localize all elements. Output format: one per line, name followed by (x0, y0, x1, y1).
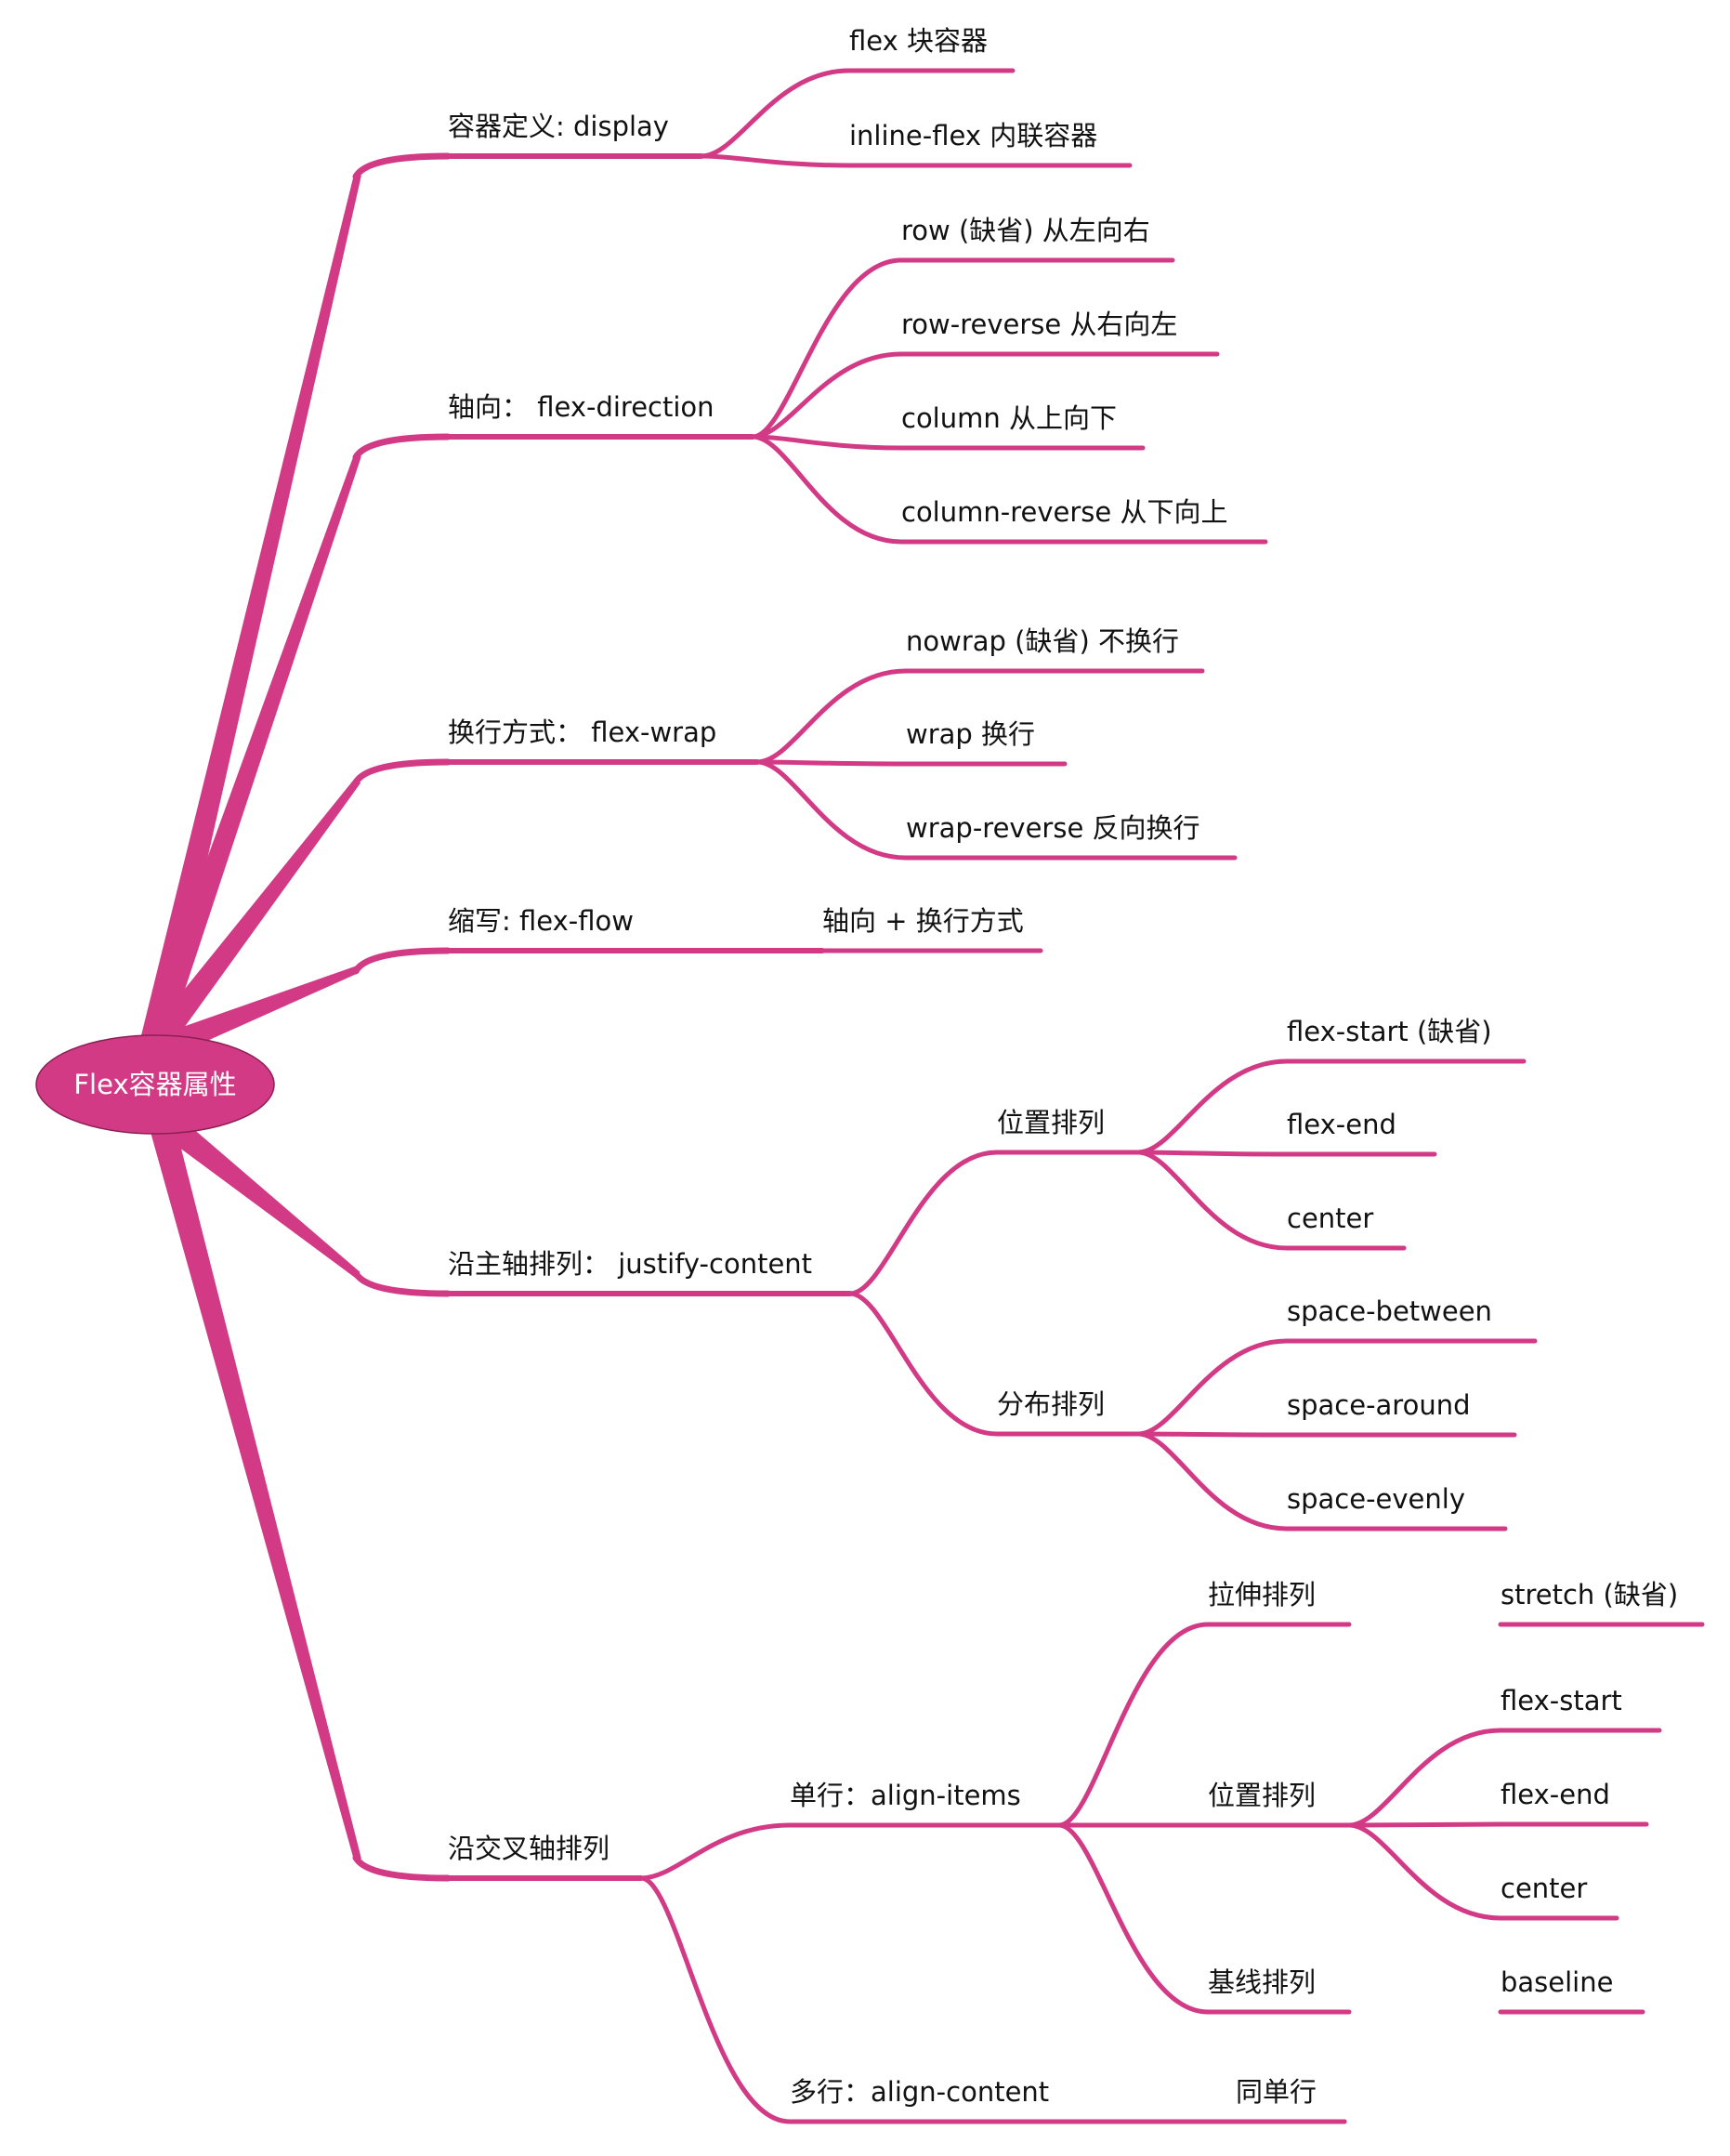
trunk-bend-b0 (352, 152, 452, 180)
connector-b2-1 (754, 759, 909, 767)
trunk-b2 (139, 778, 361, 1060)
node-label-b4-1-1[interactable]: space-around (1287, 1389, 1471, 1421)
node-label-b2-2[interactable]: wrap-reverse 反向换行 (906, 812, 1200, 844)
connector-b0-1 (699, 153, 852, 168)
node-label-b5-1-0[interactable]: 同单行 (1236, 2076, 1317, 2108)
label-layer: 容器定义: display flex 块容器 inline-flex 内联容器轴向：… (448, 25, 1678, 2108)
node-label-b5-1[interactable]: 多行：align-content (790, 2076, 1049, 2108)
trunk-b0 (138, 174, 361, 1056)
connector-b5-1 (638, 1875, 793, 2124)
node-label-b4-0-2[interactable]: center (1287, 1203, 1373, 1234)
node-label-b5-0-0[interactable]: 拉伸排列 (1208, 1579, 1316, 1610)
connector-b1-2 (750, 434, 904, 451)
node-label-b4-0-0[interactable]: flex-start (缺省) (1287, 1016, 1492, 1047)
connector-b5-0-1-2 (1346, 1822, 1503, 1921)
root-ellipse (35, 1034, 275, 1135)
node-label-b1-1[interactable]: row-reverse 从右向左 (901, 309, 1177, 340)
node-label-b4-1-0[interactable]: space-between (1287, 1295, 1492, 1327)
connector-b4-1-2 (1135, 1431, 1290, 1532)
connector-b2-0 (754, 668, 909, 765)
node-label-b1-0[interactable]: row (缺省) 从左向右 (901, 215, 1150, 246)
connector-b4-1 (847, 1291, 1000, 1437)
node-label-b1-2[interactable]: column 从上向下 (901, 402, 1117, 434)
connector-b5-0-1-0 (1346, 1728, 1503, 1828)
node-label-b5-0[interactable]: 单行：align-items (790, 1780, 1021, 1811)
trunk-bend-b2 (352, 758, 452, 786)
node-label-b5-0-1-2[interactable]: center (1501, 1873, 1587, 1904)
node-label-b2-1[interactable]: wrap 换行 (906, 718, 1035, 750)
connector-b4-0-0 (1135, 1058, 1290, 1155)
connector-b1-1 (750, 351, 904, 440)
connector-b5-0-0 (1056, 1622, 1211, 1828)
node-label-b0-1[interactable]: inline-flex 内联容器 (849, 120, 1097, 151)
node-label-b0-0[interactable]: flex 块容器 (849, 25, 988, 57)
root-node[interactable]: Flex容器属性 (35, 1034, 275, 1135)
trunk-b4 (151, 1107, 360, 1279)
connector-layer (138, 68, 1705, 2124)
trunk-b1 (138, 454, 361, 1057)
node-label-b2-0[interactable]: nowrap (缺省) 不换行 (906, 625, 1179, 657)
trunk-bend-b3 (352, 947, 452, 975)
trunk-bend-b1 (352, 433, 452, 461)
node-label-b5-0-1-1[interactable]: flex-end (1501, 1779, 1610, 1810)
trunk-bend-b4 (352, 1269, 452, 1297)
node-label-b4-1-2[interactable]: space-evenly (1287, 1483, 1465, 1515)
node-label-b3[interactable]: 缩写: flex-flow (448, 905, 634, 937)
connector-b1-0 (750, 257, 904, 440)
connector-b5-0 (638, 1822, 793, 1881)
connector-b4-0-1 (1135, 1150, 1290, 1157)
connector-b4-0 (847, 1150, 1000, 1296)
node-label-b5-0-1-0[interactable]: flex-start (1501, 1685, 1622, 1716)
connector-b0-0 (699, 68, 852, 159)
node-label-b1[interactable]: 轴向： flex-direction (448, 391, 714, 423)
node-label-b5-0-2-0[interactable]: baseline (1501, 1966, 1613, 1998)
connector-b4-1-1 (1135, 1431, 1290, 1438)
node-label-b2[interactable]: 换行方式： flex-wrap (448, 716, 716, 748)
connector-b4-1-0 (1135, 1338, 1290, 1437)
node-label-b0[interactable]: 容器定义: display (448, 111, 669, 142)
connector-b4-0-2 (1135, 1150, 1290, 1251)
node-label-b1-3[interactable]: column-reverse 从下向上 (901, 496, 1227, 528)
connector-b1-3 (750, 434, 904, 545)
node-label-b5-0-1[interactable]: 位置排列 (1208, 1780, 1316, 1811)
node-label-b5-0-2[interactable]: 基线排列 (1208, 1966, 1316, 1998)
node-label-b5-0-0-0[interactable]: stretch (缺省) (1501, 1579, 1678, 1610)
node-label-b3-0[interactable]: 轴向 + 换行方式 (822, 905, 1024, 937)
connector-b2-2 (754, 759, 909, 861)
node-label-b4-1[interactable]: 分布排列 (997, 1388, 1105, 1420)
node-label-b4[interactable]: 沿主轴排列： justify-content (448, 1248, 812, 1280)
node-label-b4-0-1[interactable]: flex-end (1287, 1109, 1396, 1140)
connector-b5-0-2 (1056, 1822, 1211, 2015)
node-label-b4-0[interactable]: 位置排列 (997, 1107, 1105, 1138)
trunk-b5 (147, 1113, 361, 1860)
connector-b5-0-1-1 (1346, 1821, 1503, 1828)
node-label-b5[interactable]: 沿交叉轴排列 (448, 1833, 609, 1864)
trunk-bend-b5 (352, 1854, 452, 1882)
root-label: Flex容器属性 (73, 1069, 236, 1100)
